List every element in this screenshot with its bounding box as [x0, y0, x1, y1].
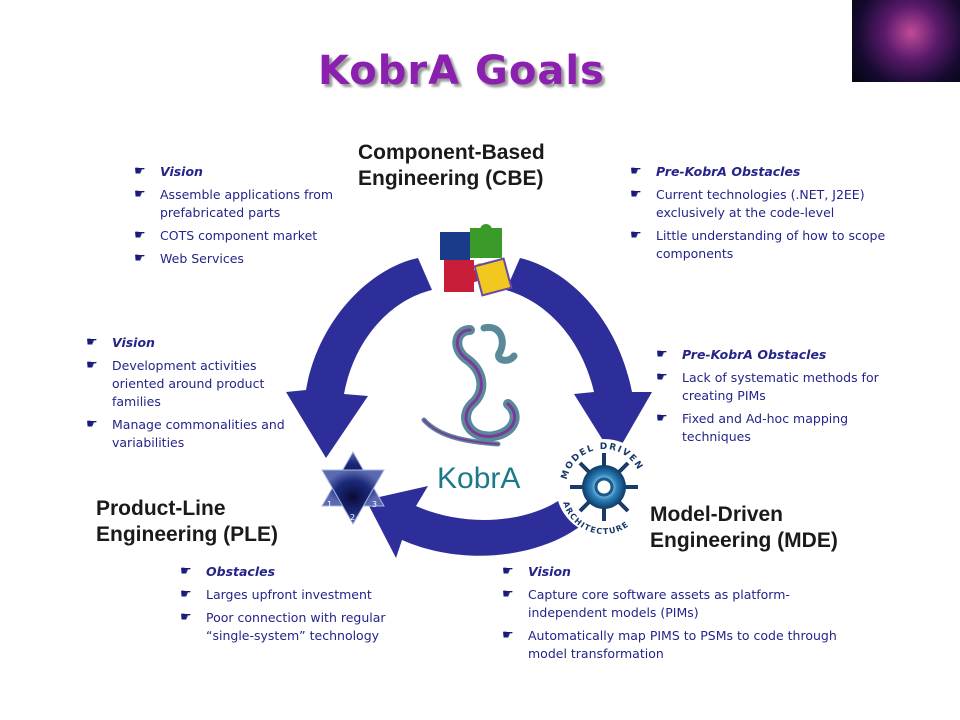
- ple-heading: Product-Line Engineering (PLE): [96, 496, 278, 548]
- pointing-hand-icon: ☛: [134, 164, 146, 179]
- pointing-hand-icon: ☛: [502, 628, 514, 643]
- pointing-hand-icon: ☛: [656, 370, 668, 385]
- pointing-hand-icon: ☛: [134, 228, 146, 243]
- list-item: ☛Pre-KobrA Obstacles: [656, 347, 827, 362]
- ple-heading-line-2: Engineering (PLE): [96, 523, 279, 546]
- list-item: ☛Lack of systematic methods for creating…: [656, 370, 879, 403]
- list-item: ☛Manage commonalities and variabilities: [86, 417, 285, 450]
- mda-logo-icon: [556, 439, 652, 535]
- pointing-hand-icon: ☛: [502, 587, 514, 602]
- list-item: ☛Current technologies (.NET, J2EE) exclu…: [630, 187, 865, 220]
- cbe-obstacles-list: ☛Pre-KobrA Obstacles ☛Current technologi…: [630, 163, 920, 268]
- list-item: ☛Larges upfront investment: [180, 587, 372, 602]
- mde-obstacles-list: ☛Pre-KobrA Obstacles ☛Lack of systematic…: [656, 346, 906, 451]
- list-item: ☛Assemble applications from prefabricate…: [134, 187, 334, 220]
- pointing-hand-icon: ☛: [86, 335, 98, 350]
- pointing-hand-icon: ☛: [502, 564, 514, 579]
- ple-icon-label-3: 3: [372, 500, 377, 509]
- list-item: ☛Web Services: [134, 251, 244, 266]
- ple-hexagram-icon: [321, 450, 385, 526]
- mda-bottom-text: ARCHITECTURE: [561, 500, 629, 536]
- kobra-snake-icon: [421, 323, 520, 447]
- pointing-hand-icon: ☛: [180, 587, 192, 602]
- arrow-cbe-to-ple: [286, 258, 432, 458]
- ple-heading-line-1: Product-Line: [96, 497, 226, 520]
- pointing-hand-icon: ☛: [180, 610, 192, 625]
- ple-obstacles-list: ☛Obstacles ☛Larges upfront investment ☛P…: [180, 563, 430, 650]
- list-item: ☛Little understanding of how to scope co…: [630, 228, 886, 261]
- svg-text:ARCHITECTURE: ARCHITECTURE: [561, 500, 630, 536]
- cbe-heading-line-2: Engineering (CBE): [358, 167, 544, 190]
- list-item: ☛Pre-KobrA Obstacles: [630, 164, 801, 179]
- mde-heading-line-1: Model-Driven: [650, 503, 784, 526]
- svg-text:MODEL DRIVEN: MODEL DRIVEN: [560, 442, 645, 481]
- cbe-vision-list: ☛Vision ☛Assemble applications from pref…: [134, 163, 366, 273]
- list-item: ☛Fixed and Ad-hoc mapping techniques: [656, 411, 849, 444]
- pointing-hand-icon: ☛: [656, 347, 668, 362]
- cbe-heading-line-1: Component-Based: [358, 141, 545, 164]
- pointing-hand-icon: ☛: [630, 187, 642, 202]
- list-item: ☛Poor connection with regular “single-sy…: [180, 610, 386, 643]
- arrow-mde-to-ple: [366, 486, 600, 558]
- mda-top-text: MODEL DRIVEN: [560, 442, 644, 481]
- list-item: ☛Vision: [134, 164, 203, 179]
- pointing-hand-icon: ☛: [86, 417, 98, 432]
- mde-vision-list: ☛Vision ☛Capture core software assets as…: [502, 563, 862, 668]
- cbe-heading: Component-Based Engineering (CBE): [358, 140, 545, 192]
- pointing-hand-icon: ☛: [180, 564, 192, 579]
- mde-heading: Model-Driven Engineering (MDE): [650, 502, 838, 554]
- ple-icon-label-1: 1: [327, 500, 332, 509]
- arrow-cbe-to-mde: [506, 258, 652, 458]
- pointing-hand-icon: ☛: [86, 358, 98, 373]
- ple-icon-label-2: 2: [350, 513, 355, 522]
- list-item: ☛Automatically map PIMS to PSMs to code …: [502, 628, 837, 661]
- list-item: ☛Development activities oriented around …: [86, 358, 265, 409]
- pointing-hand-icon: ☛: [630, 164, 642, 179]
- pointing-hand-icon: ☛: [656, 411, 668, 426]
- pointing-hand-icon: ☛: [134, 251, 146, 266]
- list-item: ☛Vision: [86, 335, 155, 350]
- slide-title: KobrA Goals: [318, 48, 605, 94]
- pointing-hand-icon: ☛: [630, 228, 642, 243]
- corner-thumbnail-image: [852, 0, 960, 82]
- list-item: ☛COTS component market: [134, 228, 318, 243]
- ple-vision-list: ☛Vision ☛Development activities oriented…: [86, 334, 298, 457]
- list-item: ☛Obstacles: [180, 564, 276, 579]
- mde-heading-line-2: Engineering (MDE): [650, 529, 838, 552]
- list-item: ☛Capture core software assets as platfor…: [502, 587, 790, 620]
- pointing-hand-icon: ☛: [134, 187, 146, 202]
- kobra-label: KobrA: [437, 462, 521, 495]
- puzzle-icon: [440, 224, 513, 297]
- list-item: ☛Vision: [502, 564, 571, 579]
